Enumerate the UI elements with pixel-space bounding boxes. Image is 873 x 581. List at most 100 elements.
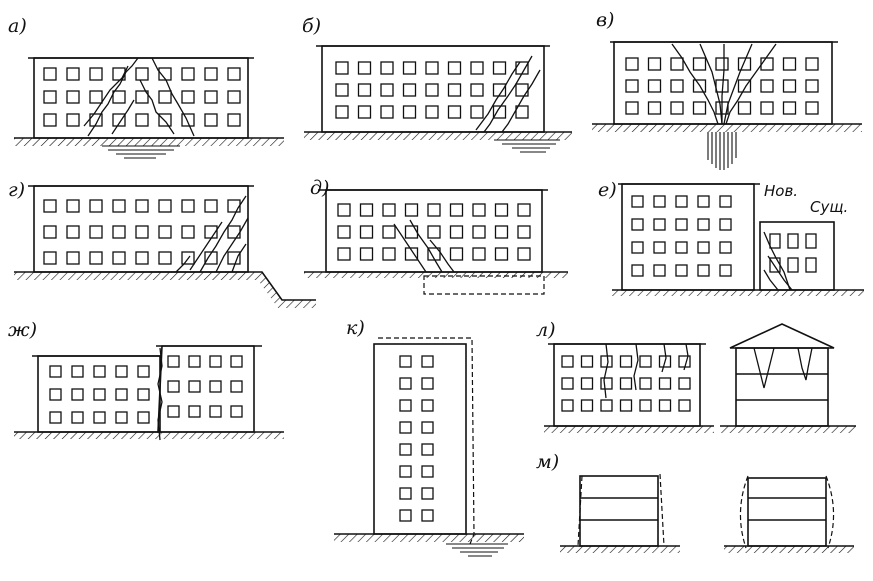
window <box>204 199 218 213</box>
window <box>399 421 412 434</box>
panel-zh: ж) <box>8 319 284 441</box>
window <box>647 101 662 115</box>
window <box>135 90 149 104</box>
window <box>580 355 594 368</box>
window <box>470 105 484 119</box>
ground-a <box>14 138 284 146</box>
window <box>399 443 412 456</box>
window <box>421 355 434 368</box>
window <box>447 61 462 75</box>
window <box>697 195 710 208</box>
window <box>181 90 195 104</box>
cracks-g <box>175 195 249 273</box>
window <box>158 67 172 81</box>
window <box>787 257 799 273</box>
window <box>399 355 412 368</box>
window <box>49 365 62 378</box>
window <box>399 465 412 478</box>
window <box>359 225 374 239</box>
crack-zh <box>157 347 163 441</box>
window <box>230 355 243 368</box>
ground-b <box>304 132 572 140</box>
window <box>494 203 509 217</box>
windows-l <box>561 355 691 412</box>
roof-l <box>729 323 835 349</box>
panel-e: е) Нов. Сущ. <box>598 179 864 296</box>
tilt-outline-k <box>378 337 475 545</box>
window <box>425 105 439 119</box>
window <box>404 203 419 217</box>
window <box>647 57 662 71</box>
window <box>181 199 195 213</box>
window <box>115 411 128 424</box>
cracks-v <box>671 43 777 125</box>
window <box>619 399 633 412</box>
settlement-v <box>707 132 737 170</box>
window <box>625 79 639 93</box>
panel-d: д) <box>304 177 568 295</box>
window <box>227 113 241 127</box>
window <box>447 83 462 97</box>
window <box>227 225 241 239</box>
window <box>167 380 180 393</box>
panel-b: б) <box>302 15 572 153</box>
window <box>335 61 349 75</box>
window <box>230 380 243 393</box>
window <box>227 90 241 104</box>
window <box>112 113 126 127</box>
label-l: л) <box>536 319 556 341</box>
window <box>580 399 594 412</box>
window <box>402 61 417 75</box>
window <box>209 380 222 393</box>
window <box>112 225 126 239</box>
window <box>43 251 57 265</box>
window <box>380 61 394 75</box>
window <box>181 225 195 239</box>
window <box>697 241 710 254</box>
window <box>402 83 417 97</box>
window <box>337 203 351 217</box>
window <box>625 101 639 115</box>
window <box>380 83 394 97</box>
label-d: д) <box>310 177 329 199</box>
cracks-d <box>393 219 455 273</box>
window <box>760 79 774 93</box>
window <box>337 225 351 239</box>
label-g: г) <box>8 179 25 201</box>
window <box>653 241 666 254</box>
window <box>158 199 172 213</box>
window <box>66 225 80 239</box>
window <box>227 67 241 81</box>
window <box>399 377 412 390</box>
window <box>719 195 732 208</box>
window <box>421 421 434 434</box>
window <box>93 411 106 424</box>
panel-a: а) <box>8 15 284 159</box>
window <box>66 199 80 213</box>
panel-v: в) <box>592 9 862 170</box>
window <box>449 225 464 239</box>
window <box>204 90 218 104</box>
label-e: е) <box>598 179 617 201</box>
window <box>449 203 464 217</box>
window <box>492 61 507 75</box>
window <box>188 355 201 368</box>
panel-l: л) <box>536 319 856 433</box>
window <box>89 67 103 81</box>
window <box>399 487 412 500</box>
cracks-b <box>475 55 541 133</box>
window <box>670 57 684 71</box>
window <box>805 257 817 273</box>
window <box>421 487 434 500</box>
settlement-a <box>102 145 180 159</box>
ground-d <box>304 272 568 278</box>
window <box>653 218 666 231</box>
window <box>472 225 486 239</box>
window <box>580 377 594 390</box>
window <box>49 411 62 424</box>
label-b: б) <box>302 15 321 37</box>
cracks-l <box>603 343 689 399</box>
window <box>653 264 666 277</box>
window <box>805 57 819 71</box>
window <box>670 79 684 93</box>
